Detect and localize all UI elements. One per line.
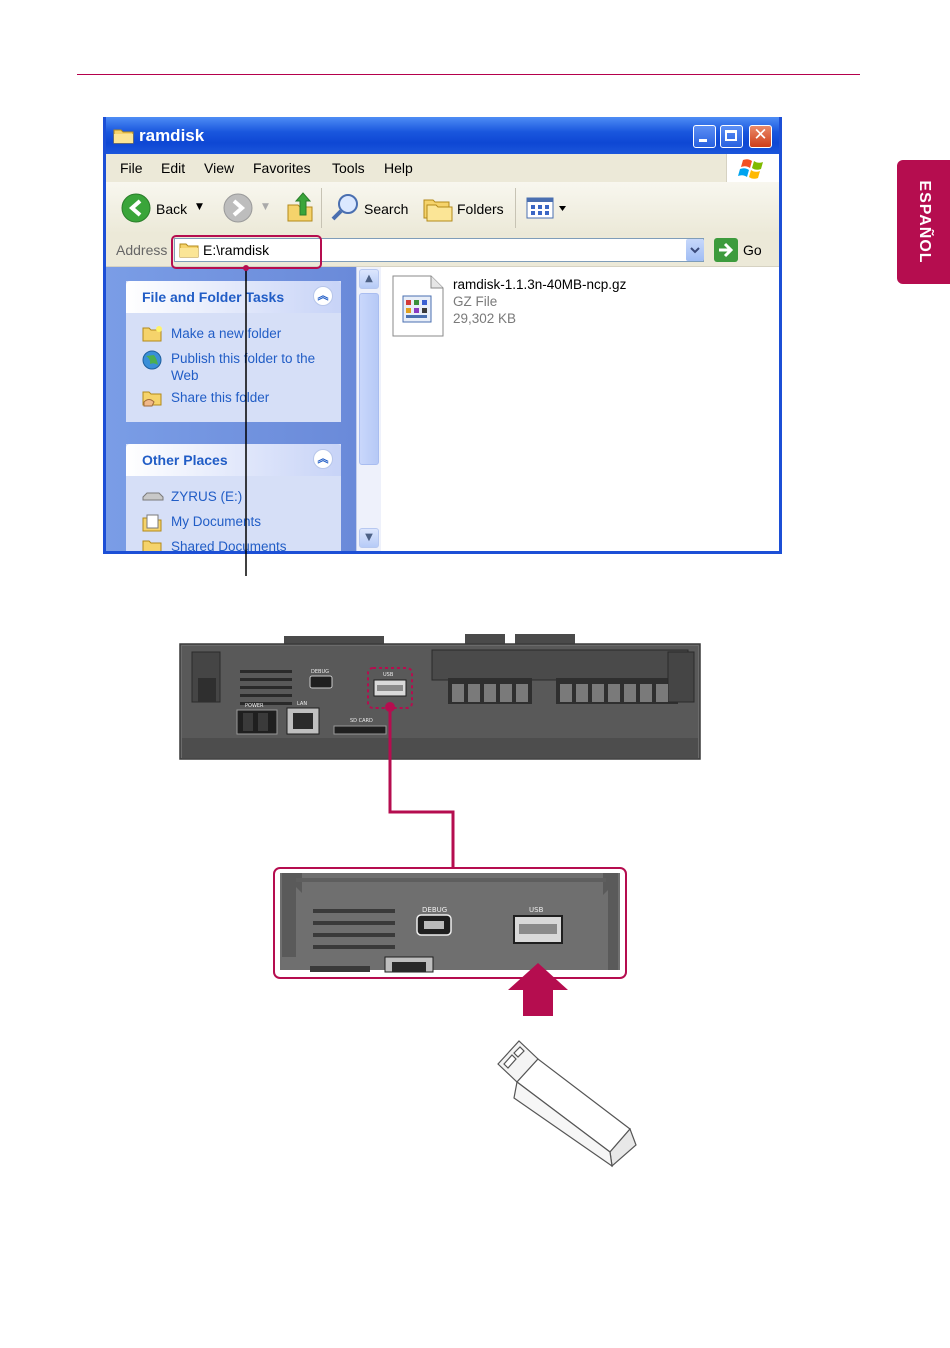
task-pane: File and Folder Tasks ︽ Make a new folde… — [106, 267, 356, 551]
zoom-connector — [388, 707, 455, 868]
minimize-icon — [699, 139, 707, 142]
scroll-thumb[interactable] — [359, 293, 379, 465]
menu-favorites[interactable]: Favorites — [253, 160, 311, 176]
menu-file[interactable]: File — [120, 160, 143, 176]
sd-card-label: SD CARD — [350, 718, 373, 724]
toolbar-separator — [321, 188, 322, 228]
close-icon: ✕ — [753, 125, 768, 145]
zoom-usb-label: USB — [529, 906, 544, 914]
menu-bar: File Edit View Favorites Tools Help — [106, 154, 779, 183]
file-name: ramdisk-1.1.3n-40MB-ncp.gz — [453, 277, 627, 292]
usb-flash-drive — [497, 1040, 637, 1168]
other-places-header[interactable]: Other Places ︽ — [126, 444, 341, 476]
address-value: E:\ramdisk — [203, 242, 270, 258]
scroll-up-button[interactable]: ▲ — [359, 269, 379, 289]
insert-arrow-icon — [508, 963, 568, 1016]
maximize-button[interactable] — [720, 125, 743, 148]
toolbar-separator — [515, 188, 516, 228]
address-label: Address — [116, 242, 168, 258]
gz-file-icon — [392, 275, 444, 337]
place-label: ZYRUS (E:) — [171, 489, 243, 504]
file-folder-tasks-panel: File and Folder Tasks ︽ Make a new folde… — [126, 281, 341, 422]
zoom-debug-label: DEBUG — [422, 906, 447, 914]
back-button[interactable]: Back — [156, 201, 188, 217]
go-button[interactable]: Go — [743, 242, 762, 258]
minimize-button[interactable] — [693, 125, 716, 148]
search-button[interactable]: Search — [364, 201, 409, 217]
window-title: ramdisk — [139, 126, 205, 145]
drive-icon — [142, 492, 164, 501]
menu-tools[interactable]: Tools — [332, 160, 365, 176]
file-item[interactable]: ramdisk-1.1.3n-40MB-ncp.gz GZ File 29,30… — [381, 267, 681, 342]
back-dropdown-icon[interactable]: ▼ — [196, 202, 203, 212]
task-label: Make a new folder — [171, 326, 282, 341]
scroll-down-button[interactable]: ▼ — [359, 528, 379, 548]
menu-view[interactable]: View — [204, 160, 235, 176]
lan-port-label: LAN — [297, 701, 307, 707]
back-arrow-icon[interactable] — [121, 193, 151, 223]
maximize-icon — [725, 130, 737, 141]
windows-logo — [726, 154, 779, 182]
explorer-window: ramdisk ✕ File Edit View Favorites Tools… — [103, 117, 782, 554]
file-folder-tasks-title: File and Folder Tasks — [142, 289, 285, 305]
debug-port-label: DEBUG — [311, 669, 329, 675]
address-input[interactable]: E:\ramdisk — [174, 238, 704, 262]
globe-icon — [142, 350, 162, 370]
usb-port-label: USB — [383, 672, 394, 678]
file-list: ramdisk-1.1.3n-40MB-ncp.gz GZ File 29,30… — [381, 267, 779, 551]
forward-dropdown-icon[interactable]: ▼ — [262, 202, 269, 212]
forward-arrow-icon[interactable] — [223, 193, 253, 223]
task-label: Publish this folder to the Web — [171, 351, 316, 383]
toolbar: Back ▼ ▼ Search Folders — [106, 182, 779, 235]
menu-edit[interactable]: Edit — [161, 160, 186, 176]
new-folder-icon — [142, 326, 162, 342]
up-folder-icon[interactable] — [286, 191, 314, 223]
views-icon[interactable] — [526, 197, 572, 219]
language-tab: ESPAÑOL — [897, 160, 950, 284]
folders-icon[interactable] — [422, 192, 454, 222]
close-button[interactable]: ✕ — [749, 125, 772, 148]
device-rear-panel — [179, 634, 701, 760]
folders-button[interactable]: Folders — [457, 201, 504, 217]
power-port-label: POWER — [245, 703, 264, 709]
title-bar[interactable]: ramdisk ✕ — [106, 117, 779, 154]
share-folder-icon — [142, 391, 162, 407]
go-arrow-button[interactable] — [714, 238, 738, 262]
task-label: Share this folder — [171, 390, 270, 405]
windows-flag-icon — [738, 159, 763, 179]
chevron-down-icon — [690, 247, 700, 254]
folder-icon — [113, 129, 134, 144]
vertical-scrollbar[interactable]: ▲ ▼ — [356, 267, 381, 551]
shared-folder-icon — [142, 540, 162, 551]
other-places-panel: Other Places ︽ ZYRUS (E:) My Documents — [126, 444, 341, 554]
header-rule — [77, 74, 860, 75]
place-label: Shared Documents — [171, 539, 287, 554]
zoomed-usb-panel — [273, 867, 627, 979]
file-size: 29,302 KB — [453, 311, 517, 326]
menu-help[interactable]: Help — [384, 160, 413, 176]
file-type: GZ File — [453, 294, 498, 309]
address-dropdown-button[interactable] — [686, 239, 704, 261]
folder-icon — [179, 243, 199, 258]
collapse-icon[interactable]: ︽ — [313, 286, 333, 306]
address-bar: Address E:\ramdisk Go — [106, 234, 779, 267]
go-arrow-icon — [719, 242, 734, 258]
collapse-icon[interactable]: ︽ — [313, 449, 333, 469]
place-label: My Documents — [171, 514, 262, 529]
callout-dot — [243, 265, 249, 271]
search-icon[interactable] — [330, 192, 360, 222]
documents-icon — [142, 514, 162, 532]
other-places-title: Other Places — [142, 452, 228, 468]
file-folder-tasks-header[interactable]: File and Folder Tasks ︽ — [126, 281, 341, 313]
